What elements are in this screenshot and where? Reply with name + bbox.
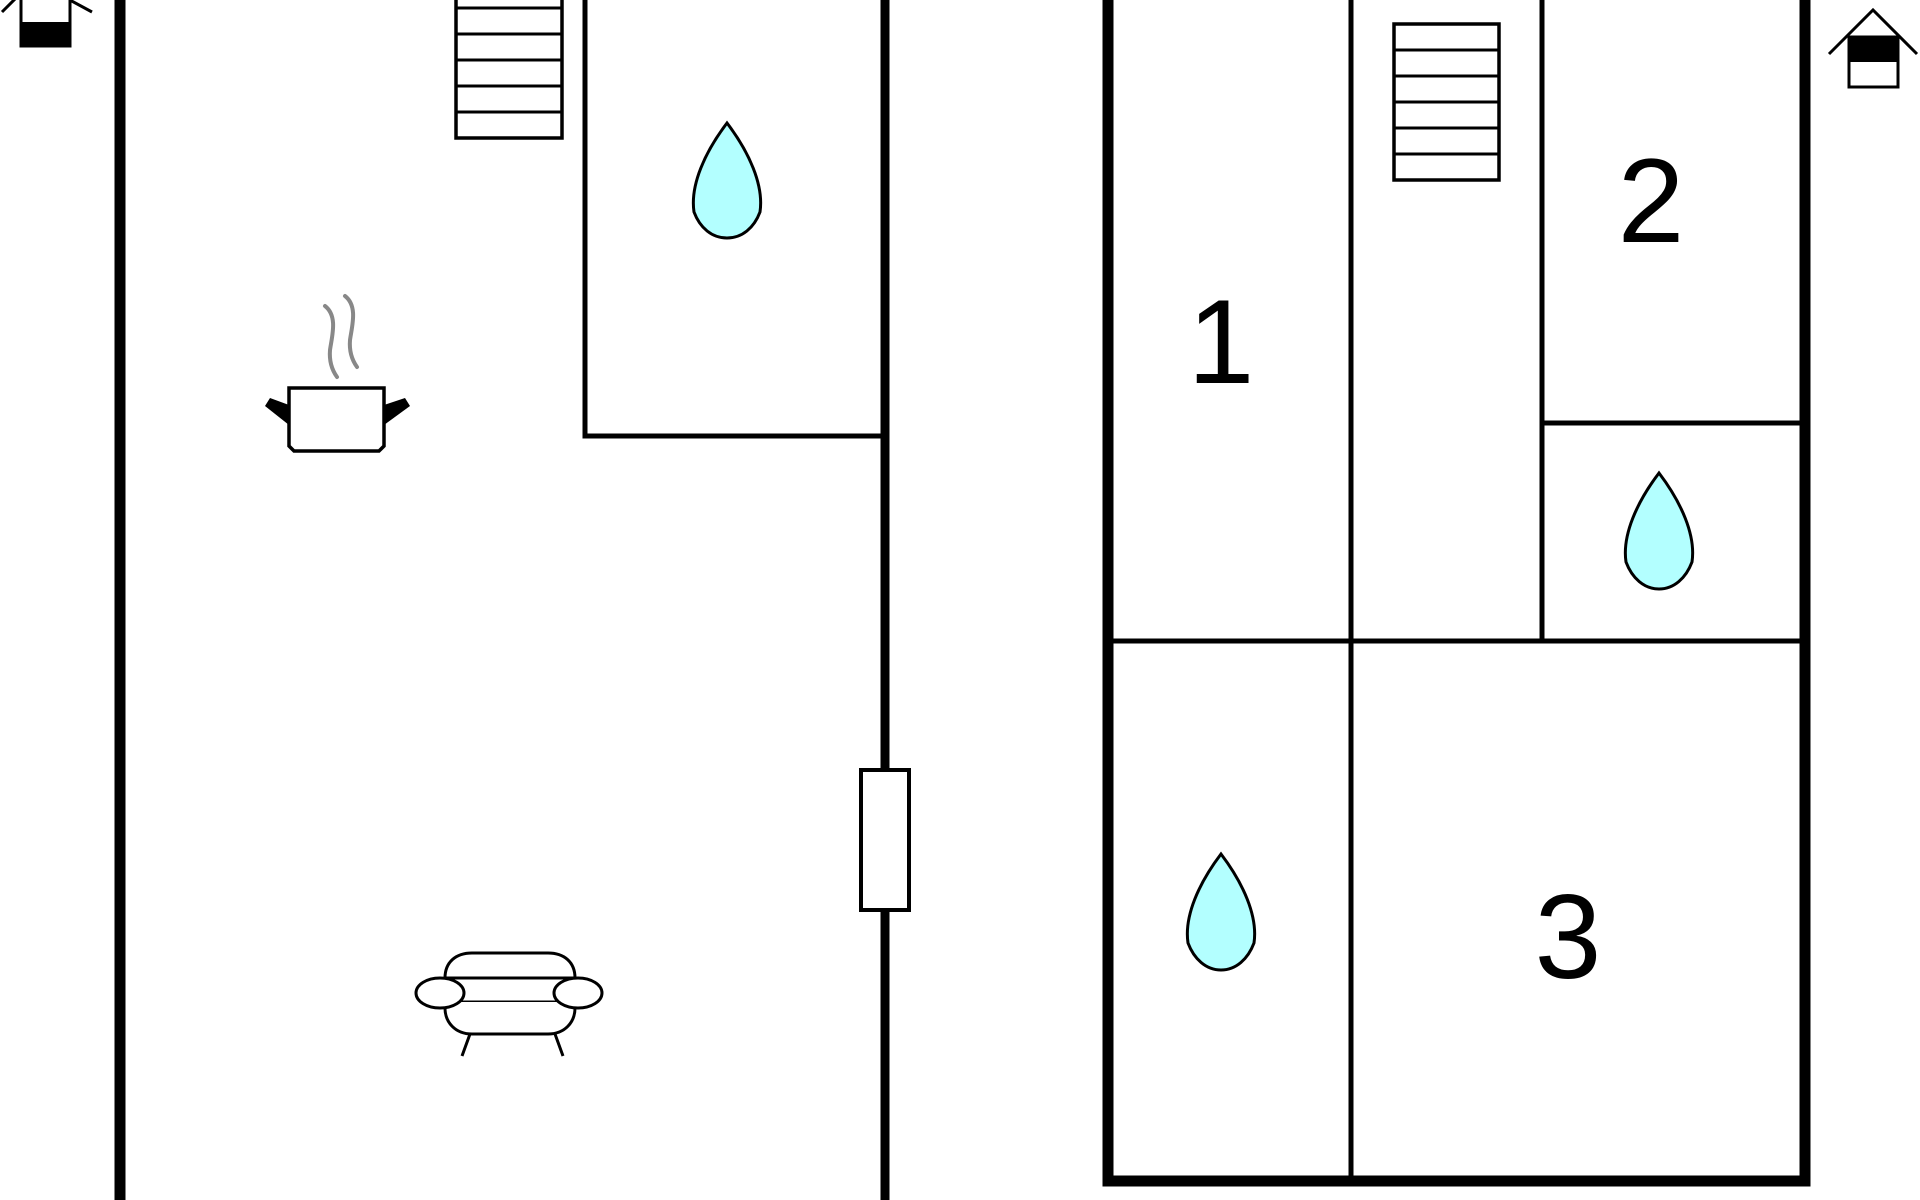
- door-icon: [859, 768, 911, 912]
- cooking-pot-icon: [265, 294, 410, 453]
- right-floor: 1 2 3: [1102, 0, 1919, 1187]
- house-floor-icon: [0, 0, 93, 48]
- sofa-icon: [414, 951, 604, 1057]
- water-drop-icon: [1185, 851, 1257, 972]
- room-number-1: 1: [1188, 275, 1255, 409]
- house-floor-icon: [1827, 7, 1919, 89]
- water-drop-icon: [1623, 470, 1695, 591]
- water-drop-icon: [691, 120, 763, 240]
- stairs-icon: [1392, 22, 1501, 182]
- room-number-2: 2: [1618, 134, 1685, 268]
- left-floor: [0, 0, 911, 1200]
- stairs-icon: [454, 0, 564, 140]
- room-number-3: 3: [1535, 870, 1602, 1004]
- left-bathroom-walls: [582, 0, 885, 439]
- right-floor-exterior-walls: [1102, 0, 1811, 1187]
